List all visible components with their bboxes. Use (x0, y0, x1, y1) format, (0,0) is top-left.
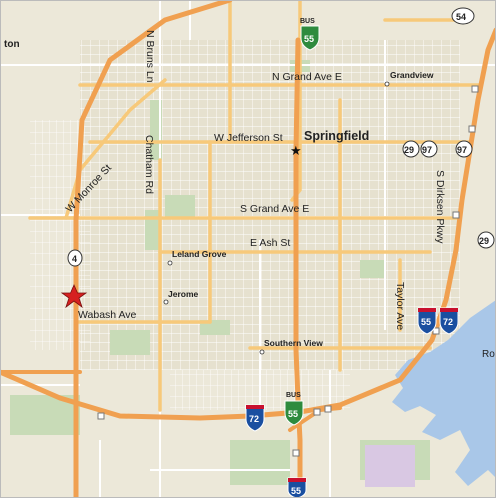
bus-55-shield-south[interactable]: BUS 55 (284, 392, 304, 426)
svg-text:BUS: BUS (286, 392, 301, 399)
interchanges (97, 85, 479, 457)
place-dot-grandview (384, 81, 390, 87)
road-label-chatham: Chatham Rd (143, 135, 155, 194)
place-label-jerome: Jerome (168, 289, 199, 299)
interstate-55-shield-east[interactable]: 55 (417, 307, 437, 335)
place-dot-southern-view (259, 349, 265, 355)
road-label-e-ash: E Ash St (250, 237, 290, 249)
svg-text:55: 55 (304, 34, 314, 44)
place-label-leland-grove: Leland Grove (172, 249, 227, 259)
road-label-w-jefferson: W Jefferson St (214, 132, 283, 144)
place-label-southern-view: Southern View (264, 338, 323, 348)
svg-text:54: 54 (456, 12, 466, 22)
route-54-shield[interactable]: 54 (451, 7, 475, 25)
svg-text:97: 97 (457, 145, 467, 155)
bus-55-shield-top[interactable]: BUS 55 (300, 18, 320, 51)
partial-label-right: Ro (482, 349, 495, 360)
svg-text:72: 72 (443, 317, 453, 327)
route-97-shield-east[interactable]: 97 (455, 140, 473, 158)
svg-text:55: 55 (288, 409, 298, 419)
partial-label-left: ton (4, 39, 20, 50)
svg-text:97: 97 (422, 145, 432, 155)
road-label-n-bruns: N Bruns Ln (144, 30, 156, 83)
svg-text:29: 29 (404, 145, 414, 155)
arterial-roads (28, 0, 482, 412)
svg-text:4: 4 (72, 254, 77, 264)
svg-text:BUS: BUS (300, 18, 315, 25)
location-marker-star-icon[interactable] (60, 284, 88, 309)
route-97-shield[interactable]: 97 (420, 140, 438, 158)
city-label-springfield: Springfield (304, 129, 369, 143)
road-label-s-grand: S Grand Ave E (240, 203, 309, 215)
route-29-shield[interactable]: 29 (402, 140, 420, 158)
svg-text:72: 72 (249, 414, 259, 424)
interstate-72-shield-east[interactable]: 72 (439, 307, 459, 335)
svg-text:55: 55 (421, 317, 431, 327)
route-4-shield[interactable]: 4 (67, 249, 83, 267)
svg-text:55: 55 (291, 486, 301, 496)
capital-star-icon: ★ (290, 144, 302, 159)
place-dot-leland-grove (167, 260, 173, 266)
interstate-55-shield-bottom[interactable]: 55 (287, 477, 307, 498)
road-label-n-grand: N Grand Ave E (272, 71, 342, 83)
lake-springfield (392, 300, 496, 486)
route-29-shield-east[interactable]: 29 (477, 231, 495, 249)
road-label-wabash: Wabash Ave (78, 309, 137, 321)
road-label-dirksen: S Dirksen Pkwy (434, 170, 446, 244)
place-dot-jerome (163, 299, 169, 305)
road-label-taylor: Taylor Ave (394, 282, 406, 330)
purple-district (365, 445, 415, 487)
interstate-72-shield-south[interactable]: 72 (245, 404, 265, 432)
svg-text:29: 29 (479, 236, 489, 246)
place-label-grandview: Grandview (390, 70, 434, 80)
